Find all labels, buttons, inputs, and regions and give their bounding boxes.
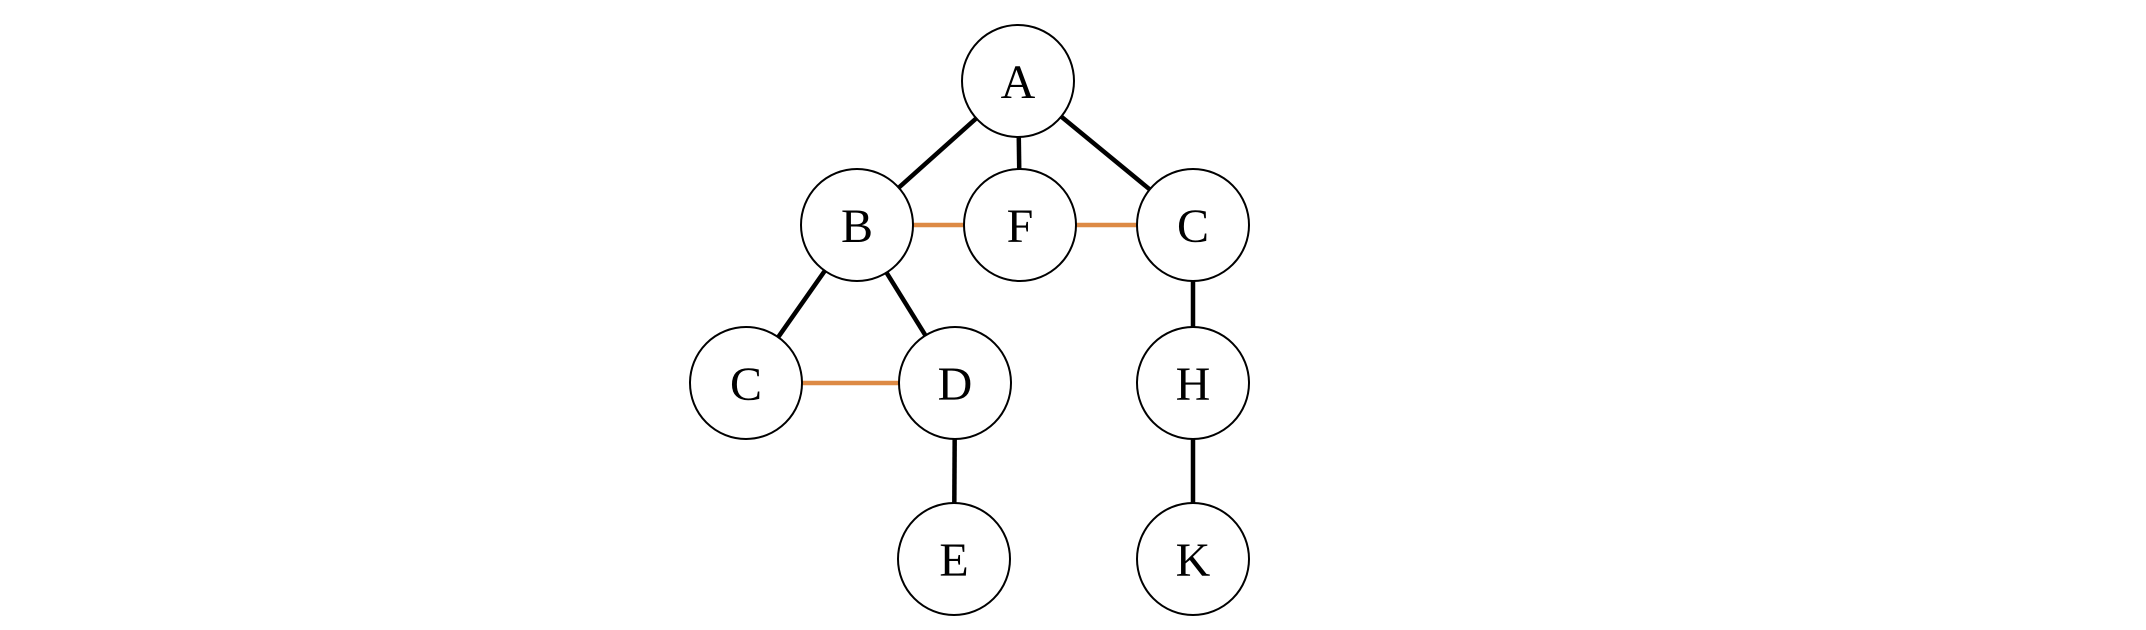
node-h-circle [1136, 326, 1250, 440]
node-f-label: F [1007, 200, 1034, 253]
node-c-right-circle [1136, 168, 1250, 282]
node-e-label: E [939, 534, 968, 587]
node-b-circle [800, 168, 914, 282]
graph-node-b: B [800, 168, 914, 282]
node-d-label: D [938, 358, 973, 411]
node-h-label: H [1176, 358, 1211, 411]
node-e-circle [897, 502, 1011, 616]
graph-node-d: D [898, 326, 1012, 440]
node-f-circle [963, 168, 1077, 282]
graph-node-c-left: C [689, 326, 803, 440]
graph-node-k: K [1136, 502, 1250, 616]
node-c-left-circle [689, 326, 803, 440]
node-k-label: K [1176, 534, 1211, 587]
node-d-circle [898, 326, 1012, 440]
graph-node-a: A [961, 24, 1075, 138]
graph-node-h: H [1136, 326, 1250, 440]
graph-node-e: E [897, 502, 1011, 616]
graph-node-f: F [963, 168, 1077, 282]
graph-node-c-right: C [1136, 168, 1250, 282]
node-a-label: A [1001, 56, 1036, 109]
node-a-circle [961, 24, 1075, 138]
node-c-right-label: C [1177, 200, 1209, 253]
node-b-label: B [841, 200, 873, 253]
node-k-circle [1136, 502, 1250, 616]
node-c-left-label: C [730, 358, 762, 411]
